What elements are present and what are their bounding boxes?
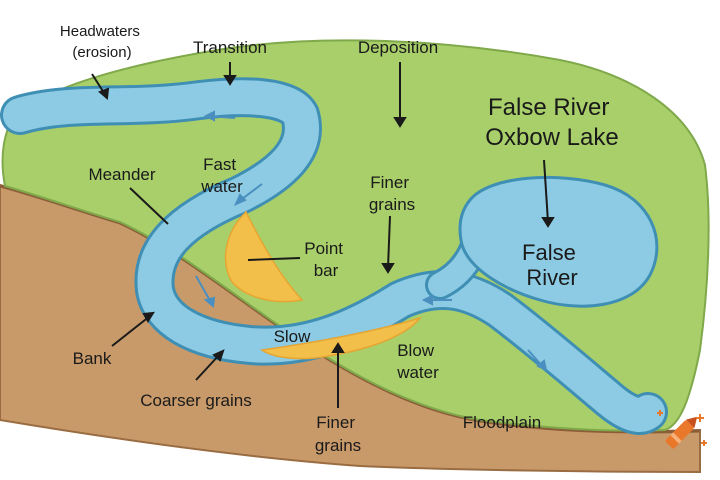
pointer-lines	[91, 62, 555, 408]
pointer-bank	[111, 315, 151, 347]
pointer-head	[223, 75, 237, 86]
label-coarser-grains: Coarser grains	[140, 391, 252, 410]
crayon-body	[665, 420, 694, 449]
label-transition: Transition	[193, 38, 267, 57]
lower-sand-bar	[260, 316, 423, 360]
pointer-head	[541, 217, 555, 228]
pointer-head	[393, 117, 407, 128]
flow-arrow-head	[203, 110, 215, 122]
label-floodplain: Floodplain	[463, 413, 541, 432]
crayon-icon	[665, 416, 698, 449]
pointer-finer-top	[387, 215, 391, 269]
label-oxbow-title: False River Oxbow Lake	[485, 94, 618, 151]
label-finer-grains-bottom: Finer grains	[315, 413, 361, 455]
label-bank: Bank	[73, 349, 112, 368]
flow-arrow-head	[203, 296, 216, 308]
flow-arrows	[195, 110, 548, 372]
label-deposition: Deposition	[358, 38, 438, 57]
pointer-head	[98, 87, 110, 100]
crayon-tip	[685, 416, 698, 429]
pointer-head	[212, 349, 225, 362]
label-finer-grains-top: Finer grains	[369, 173, 415, 214]
pointer-meander	[129, 187, 169, 225]
label-fast-water: Fast water	[200, 155, 243, 196]
flow-arrow-head	[234, 193, 247, 206]
flow-arrow-head	[421, 294, 433, 306]
pointer-head	[142, 311, 155, 323]
label-false-river: False River	[522, 240, 582, 290]
pointer-coarser	[195, 353, 221, 381]
crayon-band	[670, 432, 682, 444]
sparkle-icon	[657, 410, 707, 446]
flow-arrow-head	[536, 359, 548, 372]
oxbow-lake	[458, 175, 659, 308]
pointer-point-bar	[247, 257, 301, 261]
label-blow-water: Blow water	[396, 341, 439, 382]
pointer-oxbow	[543, 159, 549, 223]
river-water	[3, 80, 665, 432]
pointer-head	[381, 263, 395, 274]
label-meander: Meander	[88, 165, 155, 184]
label-slow: Slow	[274, 327, 312, 346]
label-headwaters: Headwaters (erosion)	[60, 23, 144, 61]
label-point-bar: Point bar	[304, 239, 347, 280]
pointer-head	[331, 342, 345, 353]
